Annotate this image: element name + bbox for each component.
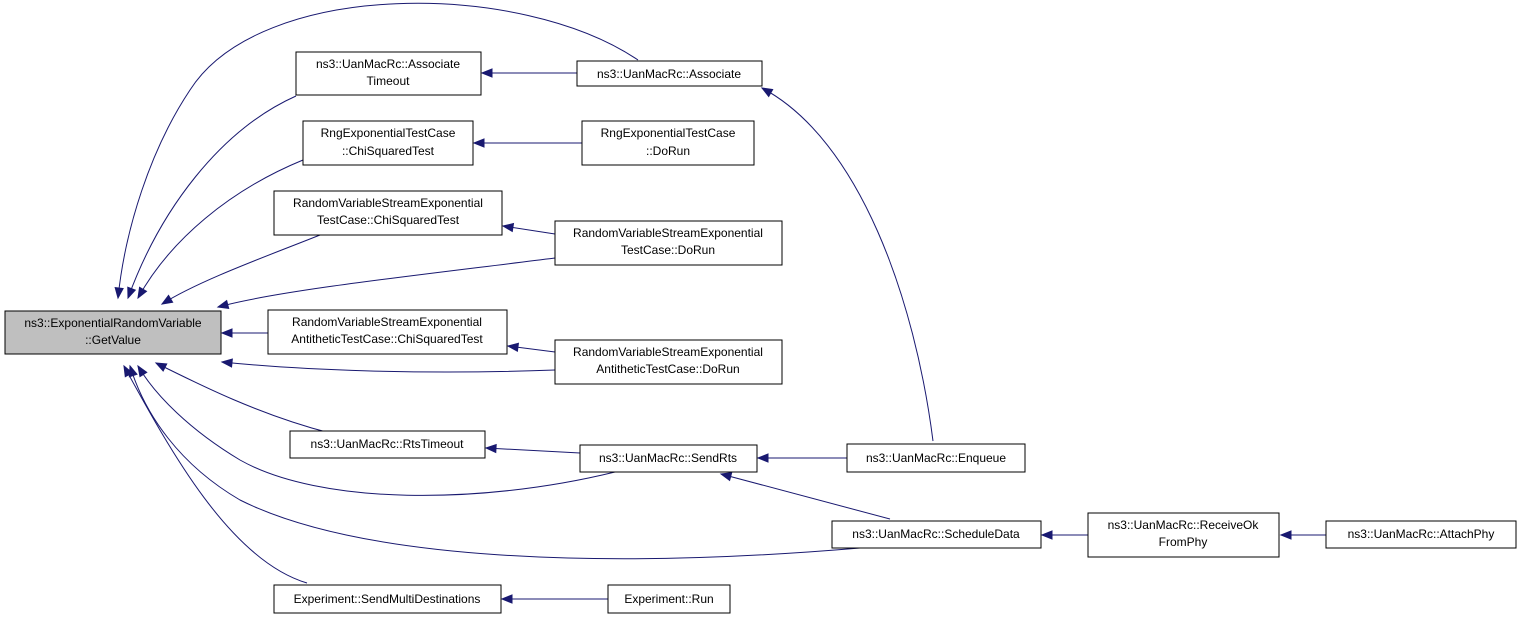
node-label-line: Timeout	[367, 74, 411, 88]
node-label-line: ns3::UanMacRc::Associate	[316, 57, 460, 71]
node-label-line: Experiment::SendMultiDestinations	[294, 592, 481, 606]
node-box	[273, 584, 502, 614]
arrowhead	[114, 287, 124, 300]
node-label-line: ::DoRun	[646, 144, 690, 158]
node-label-line: ns3::UanMacRc::SendRts	[599, 451, 737, 465]
node-box	[1087, 512, 1280, 558]
node-label-line: FromPhy	[1159, 535, 1208, 549]
node-experiment-send-multi-destinations[interactable]: Experiment::SendMultiDestinations	[273, 584, 502, 614]
arrowhead	[154, 362, 168, 372]
arrowhead	[756, 453, 769, 463]
arrowhead	[500, 594, 513, 604]
arrowhead	[480, 68, 493, 78]
node-box	[576, 60, 763, 87]
node-label-line: ns3::UanMacRc::Associate	[597, 67, 741, 81]
arrowhead	[160, 294, 174, 305]
node-box	[295, 51, 482, 96]
arrowhead	[506, 342, 520, 353]
edge-associate-to-root	[117, 2, 639, 299]
edge-rvs-chi-to-root	[161, 234, 321, 305]
arrowheads	[114, 68, 1292, 604]
arrowhead	[216, 299, 230, 309]
node-box	[554, 339, 783, 385]
arrowhead	[484, 443, 497, 454]
node-uan-mac-rc-rts-timeout[interactable]: ns3::UanMacRc::RtsTimeout	[289, 430, 486, 459]
node-box	[1325, 520, 1517, 549]
arrowhead	[220, 358, 233, 368]
arrowhead	[127, 286, 137, 300]
node-experiment-run[interactable]: Experiment::Run	[607, 584, 731, 614]
node-label-line: RandomVariableStreamExponential	[573, 345, 763, 359]
node-box	[579, 444, 758, 473]
node-rvs-exponential-antithetic-do-run[interactable]: RandomVariableStreamExponential Antithet…	[554, 339, 783, 385]
edge-rts-timeout-to-root	[155, 362, 331, 434]
edges	[117, 2, 1326, 600]
arrowhead	[123, 364, 134, 378]
node-uan-mac-rc-associate-timeout[interactable]: ns3::UanMacRc::Associate Timeout	[295, 51, 482, 96]
edge-schedule-to-send-rts	[720, 473, 891, 520]
node-box	[267, 309, 508, 355]
node-label-line: RandomVariableStreamExponential	[292, 315, 482, 329]
node-uan-mac-rc-associate[interactable]: ns3::UanMacRc::Associate	[576, 60, 763, 87]
node-label-line: Experiment::Run	[624, 592, 713, 606]
node-rvs-exponential-test-case-chi-squared-test[interactable]: RandomVariableStreamExponential TestCase…	[273, 190, 503, 236]
node-label-line: AntitheticTestCase::ChiSquaredTest	[291, 332, 483, 346]
edge-anti-run-to-root	[221, 361, 556, 373]
node-box	[581, 120, 755, 166]
node-label-line: RngExponentialTestCase	[601, 126, 736, 140]
node-label-line: TestCase::ChiSquaredTest	[317, 213, 460, 227]
arrowhead	[760, 87, 774, 98]
node-box	[302, 120, 474, 166]
node-uan-mac-rc-send-rts[interactable]: ns3::UanMacRc::SendRts	[579, 444, 758, 473]
node-box	[273, 190, 503, 236]
edge-schedule-to-root	[129, 365, 861, 560]
node-uan-mac-rc-receive-ok-from-phy[interactable]: ns3::UanMacRc::ReceiveOk FromPhy	[1087, 512, 1280, 558]
edge-send-multi-to-root	[123, 365, 308, 584]
node-box	[607, 584, 731, 614]
node-box	[4, 310, 222, 355]
arrowhead	[1279, 530, 1292, 540]
node-label-line: ns3::UanMacRc::RtsTimeout	[311, 437, 465, 451]
edge-associate-timeout-to-root	[127, 95, 297, 299]
node-rvs-exponential-antithetic-chi-squared-test[interactable]: RandomVariableStreamExponential Antithet…	[267, 309, 508, 355]
node-label-line: RandomVariableStreamExponential	[573, 226, 763, 240]
edge-rvs-run-to-root	[217, 257, 556, 308]
arrowhead	[137, 286, 148, 300]
node-label-line: RandomVariableStreamExponential	[293, 196, 483, 210]
node-rng-exponential-test-case-do-run[interactable]: RngExponentialTestCase ::DoRun	[581, 120, 755, 166]
node-label-line: ::GetValue	[85, 333, 141, 347]
edge-rng-chi-to-root	[137, 159, 304, 299]
nodes: ns3::ExponentialRandomVariable ::GetValu…	[4, 51, 1517, 614]
node-rvs-exponential-test-case-do-run[interactable]: RandomVariableStreamExponential TestCase…	[554, 220, 783, 266]
node-box	[554, 220, 783, 266]
node-box	[289, 430, 486, 459]
node-rng-exponential-test-case-chi-squared-test[interactable]: RngExponentialTestCase ::ChiSquaredTest	[302, 120, 474, 166]
node-label-line: ns3::UanMacRc::ScheduleData	[852, 527, 1020, 541]
node-uan-mac-rc-enqueue[interactable]: ns3::UanMacRc::Enqueue	[846, 443, 1026, 473]
node-uan-mac-rc-schedule-data[interactable]: ns3::UanMacRc::ScheduleData	[831, 520, 1042, 549]
node-label-line: TestCase::DoRun	[621, 243, 715, 257]
node-exponential-random-variable-get-value[interactable]: ns3::ExponentialRandomVariable ::GetValu…	[4, 310, 222, 355]
arrowhead	[719, 472, 733, 482]
edge-send-rts-to-root	[137, 365, 616, 496]
arrowhead	[1040, 530, 1053, 540]
node-label-line: ns3::UanMacRc::ReceiveOk	[1108, 518, 1260, 532]
arrowhead	[137, 364, 148, 378]
arrowhead	[501, 222, 515, 233]
node-label-line: ::ChiSquaredTest	[342, 144, 435, 158]
node-label-line: ns3::UanMacRc::AttachPhy	[1348, 527, 1495, 541]
node-label-line: RngExponentialTestCase	[321, 126, 456, 140]
node-label-line: ns3::UanMacRc::Enqueue	[866, 451, 1006, 465]
node-box	[831, 520, 1042, 549]
edge-enqueue-to-associate	[761, 87, 934, 442]
edge-send-rts-to-rts-timeout	[485, 447, 581, 454]
arrowhead	[220, 328, 233, 338]
node-label-line: AntitheticTestCase::DoRun	[596, 362, 739, 376]
node-label-line: ns3::ExponentialRandomVariable	[24, 316, 202, 330]
node-uan-mac-rc-attach-phy[interactable]: ns3::UanMacRc::AttachPhy	[1325, 520, 1517, 549]
node-box	[846, 443, 1026, 473]
arrowhead	[472, 138, 485, 148]
